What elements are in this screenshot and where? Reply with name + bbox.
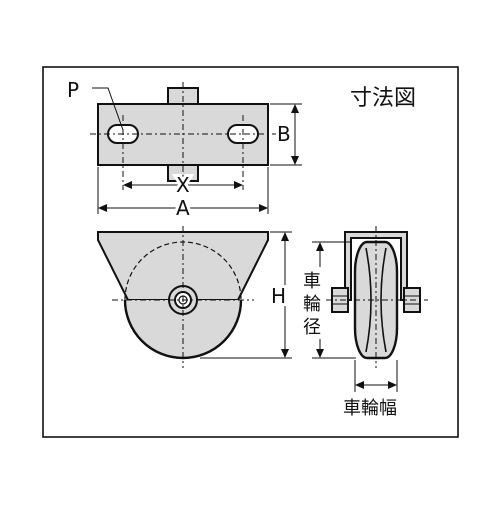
h-arrow-top xyxy=(281,232,289,241)
label-b: B xyxy=(277,122,291,146)
drawing-title: 寸法図 xyxy=(350,86,416,111)
width-arrow-left xyxy=(355,381,364,389)
a-arrow-left xyxy=(98,204,107,212)
label-wheel-diameter-1: 車 xyxy=(303,271,321,292)
wheel-groove-right xyxy=(380,247,387,353)
label-h: H xyxy=(271,284,286,308)
b-arrow-top xyxy=(291,104,299,113)
label-wheel-diameter-3: 径 xyxy=(303,317,321,338)
frame-border xyxy=(42,66,459,438)
h-arrow-bottom xyxy=(281,349,289,358)
label-wheel-diameter-2: 輪 xyxy=(303,294,321,315)
front-view: H xyxy=(97,226,292,368)
label-p: P xyxy=(67,78,79,102)
side-view: 車 輪 径 車輪幅 xyxy=(302,226,428,419)
diameter-arrow-bottom xyxy=(316,349,324,358)
b-arrow-bottom xyxy=(291,156,299,165)
x-arrow-right xyxy=(234,181,243,189)
diameter-label-bg xyxy=(302,267,324,339)
width-arrow-right xyxy=(388,381,397,389)
label-a: A xyxy=(176,196,190,220)
label-x: X xyxy=(176,173,190,197)
diameter-arrow-top xyxy=(316,242,324,251)
label-wheel-width: 車輪幅 xyxy=(343,398,397,419)
top-view: P B X A xyxy=(67,78,302,223)
p-leader-line xyxy=(92,87,124,131)
x-arrow-left xyxy=(123,181,132,189)
a-arrow-right xyxy=(259,204,268,212)
